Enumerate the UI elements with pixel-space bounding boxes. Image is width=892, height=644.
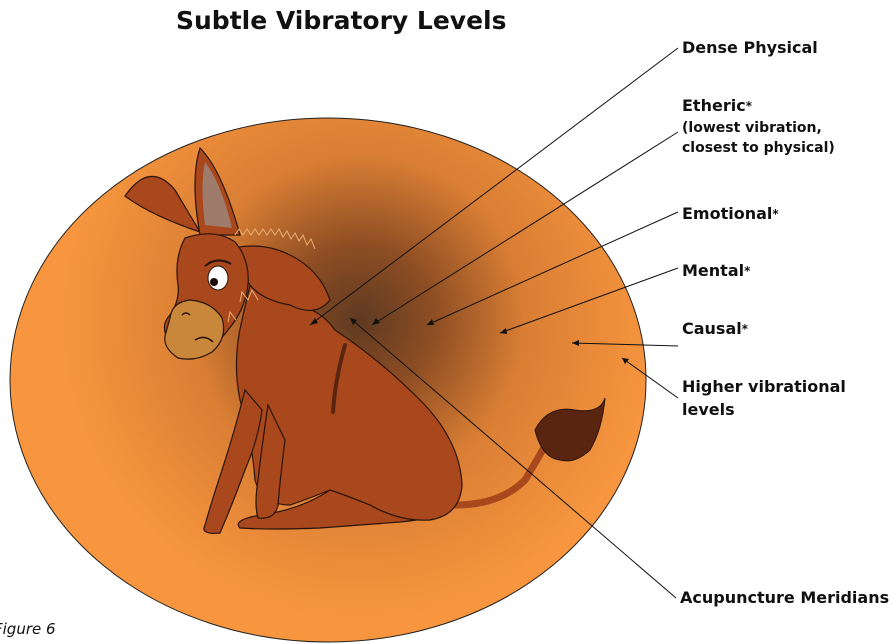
- label-etheric-note-2: closest to physical): [682, 138, 835, 158]
- asterisk-marker: *: [772, 207, 778, 221]
- label-causal: Causal*: [682, 319, 748, 339]
- asterisk-marker: *: [744, 264, 750, 278]
- label-emotional: Emotional*: [682, 204, 779, 224]
- label-etheric-text: Etheric: [682, 96, 746, 115]
- asterisk-marker: *: [746, 99, 752, 113]
- figure-caption: Figure 6: [0, 620, 56, 638]
- label-emotional-text: Emotional: [682, 204, 772, 223]
- diagram-title: Subtle Vibratory Levels: [176, 6, 507, 35]
- donkey-eye: [208, 266, 228, 290]
- label-mental-text: Mental: [682, 261, 744, 280]
- label-acupuncture-meridians: Acupuncture Meridians: [680, 588, 889, 608]
- label-etheric-note-1: (lowest vibration,: [682, 118, 822, 138]
- label-dense-physical: Dense Physical: [682, 38, 818, 58]
- label-mental: Mental*: [682, 261, 750, 281]
- label-causal-text: Causal: [682, 319, 742, 338]
- label-etheric: Etheric*: [682, 96, 752, 116]
- asterisk-marker: *: [742, 322, 748, 336]
- label-higher-vibrational-2: levels: [682, 400, 735, 420]
- label-higher-vibrational-1: Higher vibrational: [682, 377, 846, 397]
